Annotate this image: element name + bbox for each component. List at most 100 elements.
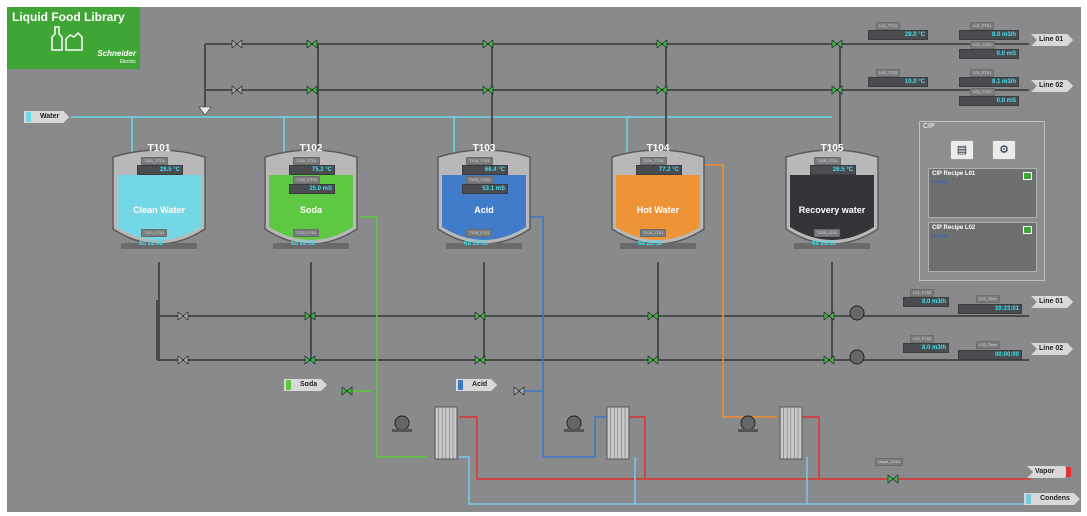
- return-pump-icon[interactable]: [849, 349, 865, 365]
- water-source[interactable]: Water: [24, 111, 69, 123]
- report-icon[interactable]: ▤: [950, 140, 974, 160]
- tank-fill: [790, 175, 874, 240]
- tank-level-value: 6d 22:58: [638, 241, 663, 247]
- tank-id: T105: [820, 143, 844, 154]
- l02-flow-value: 8.1 m3/h: [959, 77, 1019, 87]
- header-valve-l01[interactable]: [231, 39, 243, 49]
- tank-label: Recovery water: [798, 205, 866, 215]
- pipe: [627, 416, 646, 479]
- tank-temp-tag: T105_TT01: [814, 157, 841, 165]
- tank-temp-tag: T101_TT01: [141, 157, 168, 165]
- tank-label: Hot Water: [636, 205, 680, 215]
- tank-temp-tag: T104_TT01: [640, 157, 667, 165]
- soda-label: Soda: [300, 381, 318, 388]
- tank-level-value: 6d 23:00: [464, 241, 489, 247]
- valve-icon[interactable]: [823, 355, 835, 365]
- condens-label: Condens: [1040, 495, 1070, 502]
- valve-icon[interactable]: [177, 355, 189, 365]
- line02-top-outlet[interactable]: Line 02: [1031, 80, 1073, 92]
- tank-temp-value: 77.2 °C: [636, 165, 682, 175]
- l01-temp-value: 28.0 °C: [868, 30, 928, 40]
- tank-id: T104: [646, 143, 670, 154]
- valve-icon[interactable]: [647, 355, 659, 365]
- l02-time-value[interactable]: 00:00:00: [958, 350, 1022, 360]
- lock-icon: [1023, 172, 1032, 180]
- l02-cond-value: 0.0 mS: [959, 96, 1019, 106]
- l02-cond-tag: L02_CT01: [970, 88, 995, 96]
- header-valve-l02[interactable]: [831, 85, 843, 95]
- cip-title: CIP: [923, 123, 935, 130]
- tank-level-tag: T103_LT01: [466, 229, 493, 237]
- soda-valve-icon[interactable]: [341, 386, 353, 396]
- cip-recipe-l02[interactable]: CIP Recipe L02 Selected: [928, 222, 1037, 272]
- l02-flow-tag: L02_FT01: [970, 69, 995, 77]
- l02-temp-tag: L02_TT01: [876, 69, 901, 77]
- line01-top-label: Line 01: [1039, 36, 1064, 43]
- tank-level-value: 6d 22:50: [291, 241, 316, 247]
- pump-icon[interactable]: [394, 415, 410, 431]
- valve-icon[interactable]: [474, 355, 486, 365]
- hot-water-pipe: [703, 164, 777, 418]
- brand-sub: Electric: [119, 59, 136, 65]
- settings-icon[interactable]: ⚙: [992, 140, 1016, 160]
- header-valve-l02[interactable]: [306, 85, 318, 95]
- condens-outlet[interactable]: Condens: [1024, 493, 1080, 505]
- line01-return[interactable]: Line 01: [1031, 296, 1073, 308]
- scada-canvas: Liquid Food Library Schneider Electric T…: [7, 7, 1081, 512]
- line01-return-label: Line 01: [1039, 298, 1064, 305]
- l01-flow-value: 8.0 m3/h: [959, 30, 1019, 40]
- vapor-valve-icon[interactable]: [887, 474, 899, 484]
- cip-recipe-l01[interactable]: CIP Recipe L01 Selected: [928, 168, 1037, 218]
- valve-icon[interactable]: [304, 311, 316, 321]
- valve-icon[interactable]: [823, 311, 835, 321]
- vapor-outlet[interactable]: Vapor: [1027, 466, 1070, 478]
- pump-icon[interactable]: [740, 415, 756, 431]
- tank-label: Clean Water: [133, 205, 185, 215]
- l01-time-value[interactable]: 10:23:01: [958, 304, 1022, 314]
- soda-source[interactable]: Soda: [284, 379, 327, 391]
- tank-id: T102: [299, 143, 323, 154]
- cip-panel: CIP ▤ ⚙ CIP Recipe L01 Selected CIP Reci…: [919, 121, 1045, 281]
- valve-icon[interactable]: [304, 355, 316, 365]
- line02-top-label: Line 02: [1039, 82, 1064, 89]
- line02-return[interactable]: Line 02: [1031, 343, 1073, 355]
- header-valve-l01[interactable]: [306, 39, 318, 49]
- return-pump-icon[interactable]: [849, 305, 865, 321]
- pump-icon[interactable]: [566, 415, 582, 431]
- tank-id: T103: [472, 143, 496, 154]
- cip-recipe-l02-title: CIP Recipe L02: [932, 225, 976, 231]
- l02-return-flow-tag: L02_FT02: [910, 335, 935, 343]
- water-label: Water: [40, 113, 60, 120]
- line01-top-outlet[interactable]: Line 01: [1031, 34, 1073, 46]
- l01-cond-tag: L01_CT01: [970, 41, 995, 49]
- cip-recipe-l01-title: CIP Recipe L01: [932, 171, 976, 177]
- tank-fill: [117, 175, 201, 240]
- l01-temp-tag: L01_TT01: [876, 22, 901, 30]
- pipe-diagram: [71, 39, 1031, 505]
- header-valve-l02[interactable]: [656, 85, 668, 95]
- tank-level-value: 6d 23:00: [812, 241, 837, 247]
- funnel-icon: [198, 106, 212, 116]
- valve-icon[interactable]: [177, 311, 189, 321]
- header-valve-l01[interactable]: [831, 39, 843, 49]
- vapor-pipe: [459, 416, 1031, 480]
- tank-temp-tag: T102_TT01: [293, 157, 320, 165]
- acid-source[interactable]: Acid: [456, 379, 497, 391]
- tank-level-tag: T105_LT01: [814, 229, 841, 237]
- soda-pipe: [360, 216, 427, 458]
- valve-icon[interactable]: [474, 311, 486, 321]
- vapor-swatch: [1066, 467, 1071, 477]
- lock-icon: [1023, 226, 1032, 234]
- header-valve-l01[interactable]: [482, 39, 494, 49]
- valve-icon[interactable]: [647, 311, 659, 321]
- header-valve-l02[interactable]: [231, 85, 243, 95]
- tank-cond-tag: T102_CT01: [293, 176, 321, 184]
- acid-valve-icon[interactable]: [513, 386, 525, 396]
- tank-temp-tag: T103_TT01: [466, 157, 493, 165]
- l01-cond-value: 0.0 mS: [959, 49, 1019, 59]
- l02-time-tag: L02_Time: [976, 341, 1000, 349]
- tank-label: Acid: [474, 205, 494, 215]
- header-valve-l02[interactable]: [482, 85, 494, 95]
- header-valve-l01[interactable]: [656, 39, 668, 49]
- tank-cond-value: 53.1 mS: [462, 184, 508, 194]
